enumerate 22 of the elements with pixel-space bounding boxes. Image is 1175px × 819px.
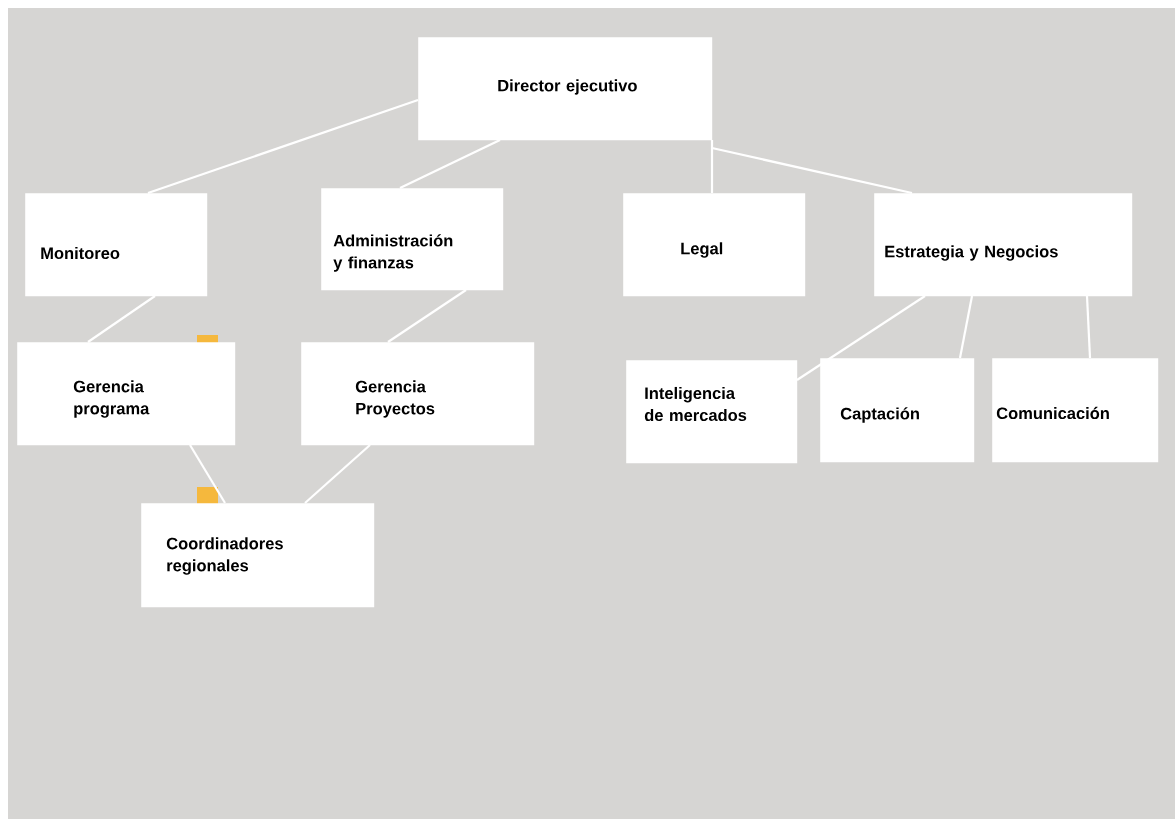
connector-line: [796, 295, 926, 381]
org-box: Gerencia programa: [17, 342, 236, 446]
connector-line: [87, 295, 156, 343]
org-box: Coordinadores regionales: [141, 503, 375, 608]
org-box: Administración y finanzas: [321, 188, 504, 291]
org-box: Director ejecutivo: [418, 37, 713, 141]
connector-line: [147, 98, 419, 195]
connector-line: [958, 295, 974, 359]
org-box: Inteligencia de mercados: [626, 360, 798, 464]
org-box: Legal: [623, 193, 806, 297]
org-box: Estrategia y Negocios: [874, 193, 1133, 297]
org-box: Gerencia Proyectos: [301, 342, 535, 446]
connector-line: [189, 444, 226, 504]
connector-line: [387, 289, 467, 343]
org-box: Comunicación: [992, 358, 1159, 463]
org-box: Captación: [820, 358, 975, 463]
connector-line: [1085, 295, 1092, 359]
org-box: Monitoreo: [25, 193, 208, 297]
connector-line: [304, 444, 371, 504]
connector-line: [710, 140, 714, 193]
connector-line: [711, 146, 913, 195]
connector-line: [399, 139, 501, 189]
